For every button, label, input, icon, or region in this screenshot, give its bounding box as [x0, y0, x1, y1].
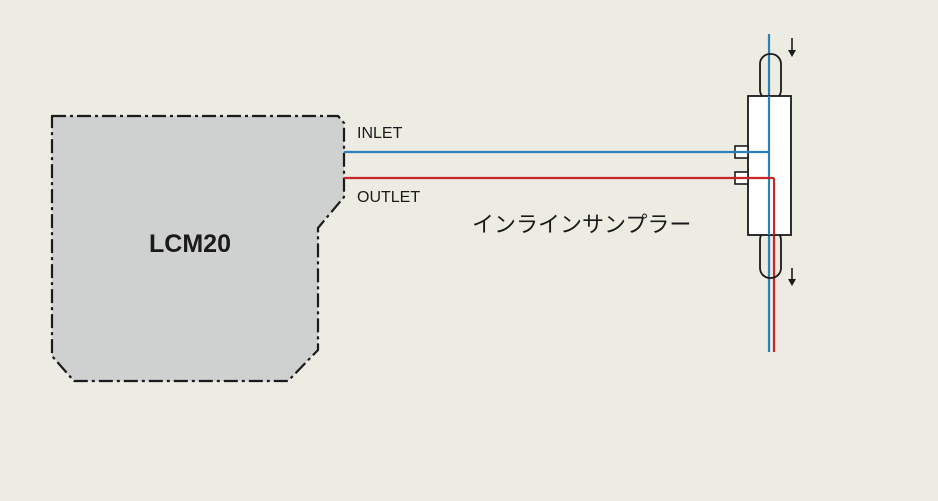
lcm20-device-body — [50, 114, 346, 383]
inlet-label: INLET — [357, 125, 403, 142]
upper-pipe-stub — [759, 53, 782, 101]
device-label: LCM20 — [149, 230, 231, 258]
outlet-label: OUTLET — [357, 189, 420, 206]
flow-arrow-bottom — [788, 268, 796, 286]
lower-pipe-stub — [759, 229, 782, 279]
sampler-label: インラインサンプラー — [472, 213, 691, 238]
flow-arrow-top — [788, 38, 796, 57]
